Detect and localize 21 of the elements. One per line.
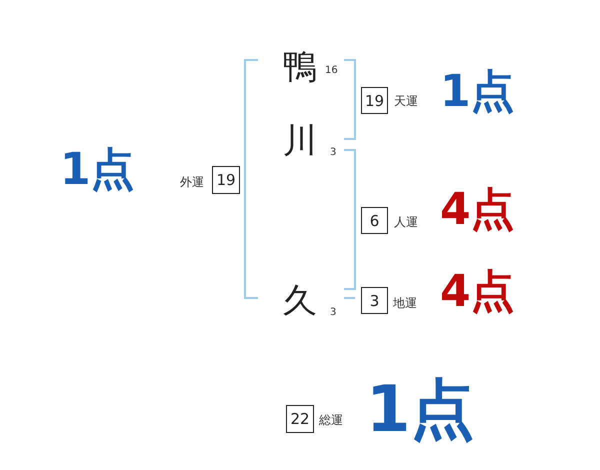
stroke-count: 3 [330,308,336,318]
score-text: 1点 [440,70,515,114]
score-text: 1点 [366,378,475,442]
number-box: 19 [361,87,388,114]
fortune-label: 人運 [394,216,418,228]
number-box: 6 [361,207,388,234]
score-text: 1点 [60,148,135,192]
fortune-label: 天運 [394,95,418,107]
stroke-count: 16 [325,66,338,76]
score-text: 4点 [440,270,515,314]
name-character: 川 [283,124,317,158]
fortune-label: 総運 [319,414,343,426]
name-character: 久 [283,284,317,318]
stroke-count: 3 [330,148,336,158]
number-box: 22 [286,405,314,433]
score-text: 4点 [440,188,515,232]
number-box: 3 [361,287,388,314]
name-character: 鴨 [283,50,317,84]
number-box: 19 [212,166,240,194]
fortune-label: 地運 [393,297,417,309]
fortune-label: 外運 [180,176,204,188]
